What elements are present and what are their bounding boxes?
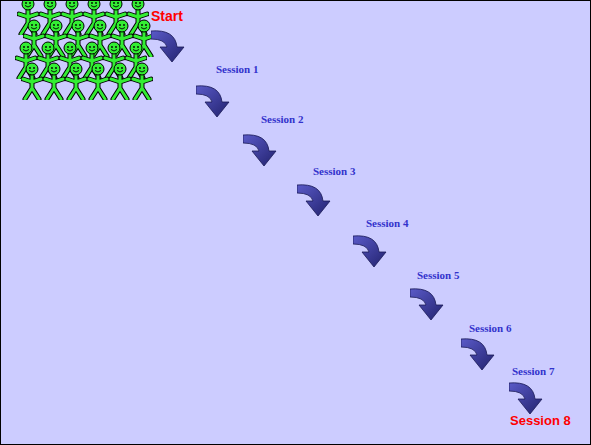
person-figure <box>111 63 129 99</box>
person-figure <box>23 63 41 99</box>
session-label: Session 4 <box>366 217 409 230</box>
session-label: Session 7 <box>512 365 555 378</box>
session-label: Session 1 <box>216 63 259 76</box>
curved-arrow <box>196 86 229 117</box>
person-figure <box>133 63 151 99</box>
session-label: Session 5 <box>417 269 460 282</box>
person-figure <box>89 63 107 99</box>
curved-arrow <box>461 339 494 370</box>
step-arrows <box>151 31 542 414</box>
session-label: Session 6 <box>469 322 512 335</box>
session-label: Session 2 <box>261 113 304 126</box>
curved-arrow <box>151 31 184 62</box>
curved-arrow <box>353 236 386 267</box>
person-figure <box>67 63 85 99</box>
start-label: Start <box>151 8 183 24</box>
curved-arrow <box>410 289 443 320</box>
final-session-label: Session 8 <box>510 414 571 429</box>
crowd-figures <box>17 1 153 99</box>
curved-arrow <box>509 383 542 414</box>
curved-arrow <box>297 185 330 216</box>
session-label: Session 3 <box>313 165 356 178</box>
person-figure <box>45 63 63 99</box>
curved-arrow <box>243 135 276 166</box>
